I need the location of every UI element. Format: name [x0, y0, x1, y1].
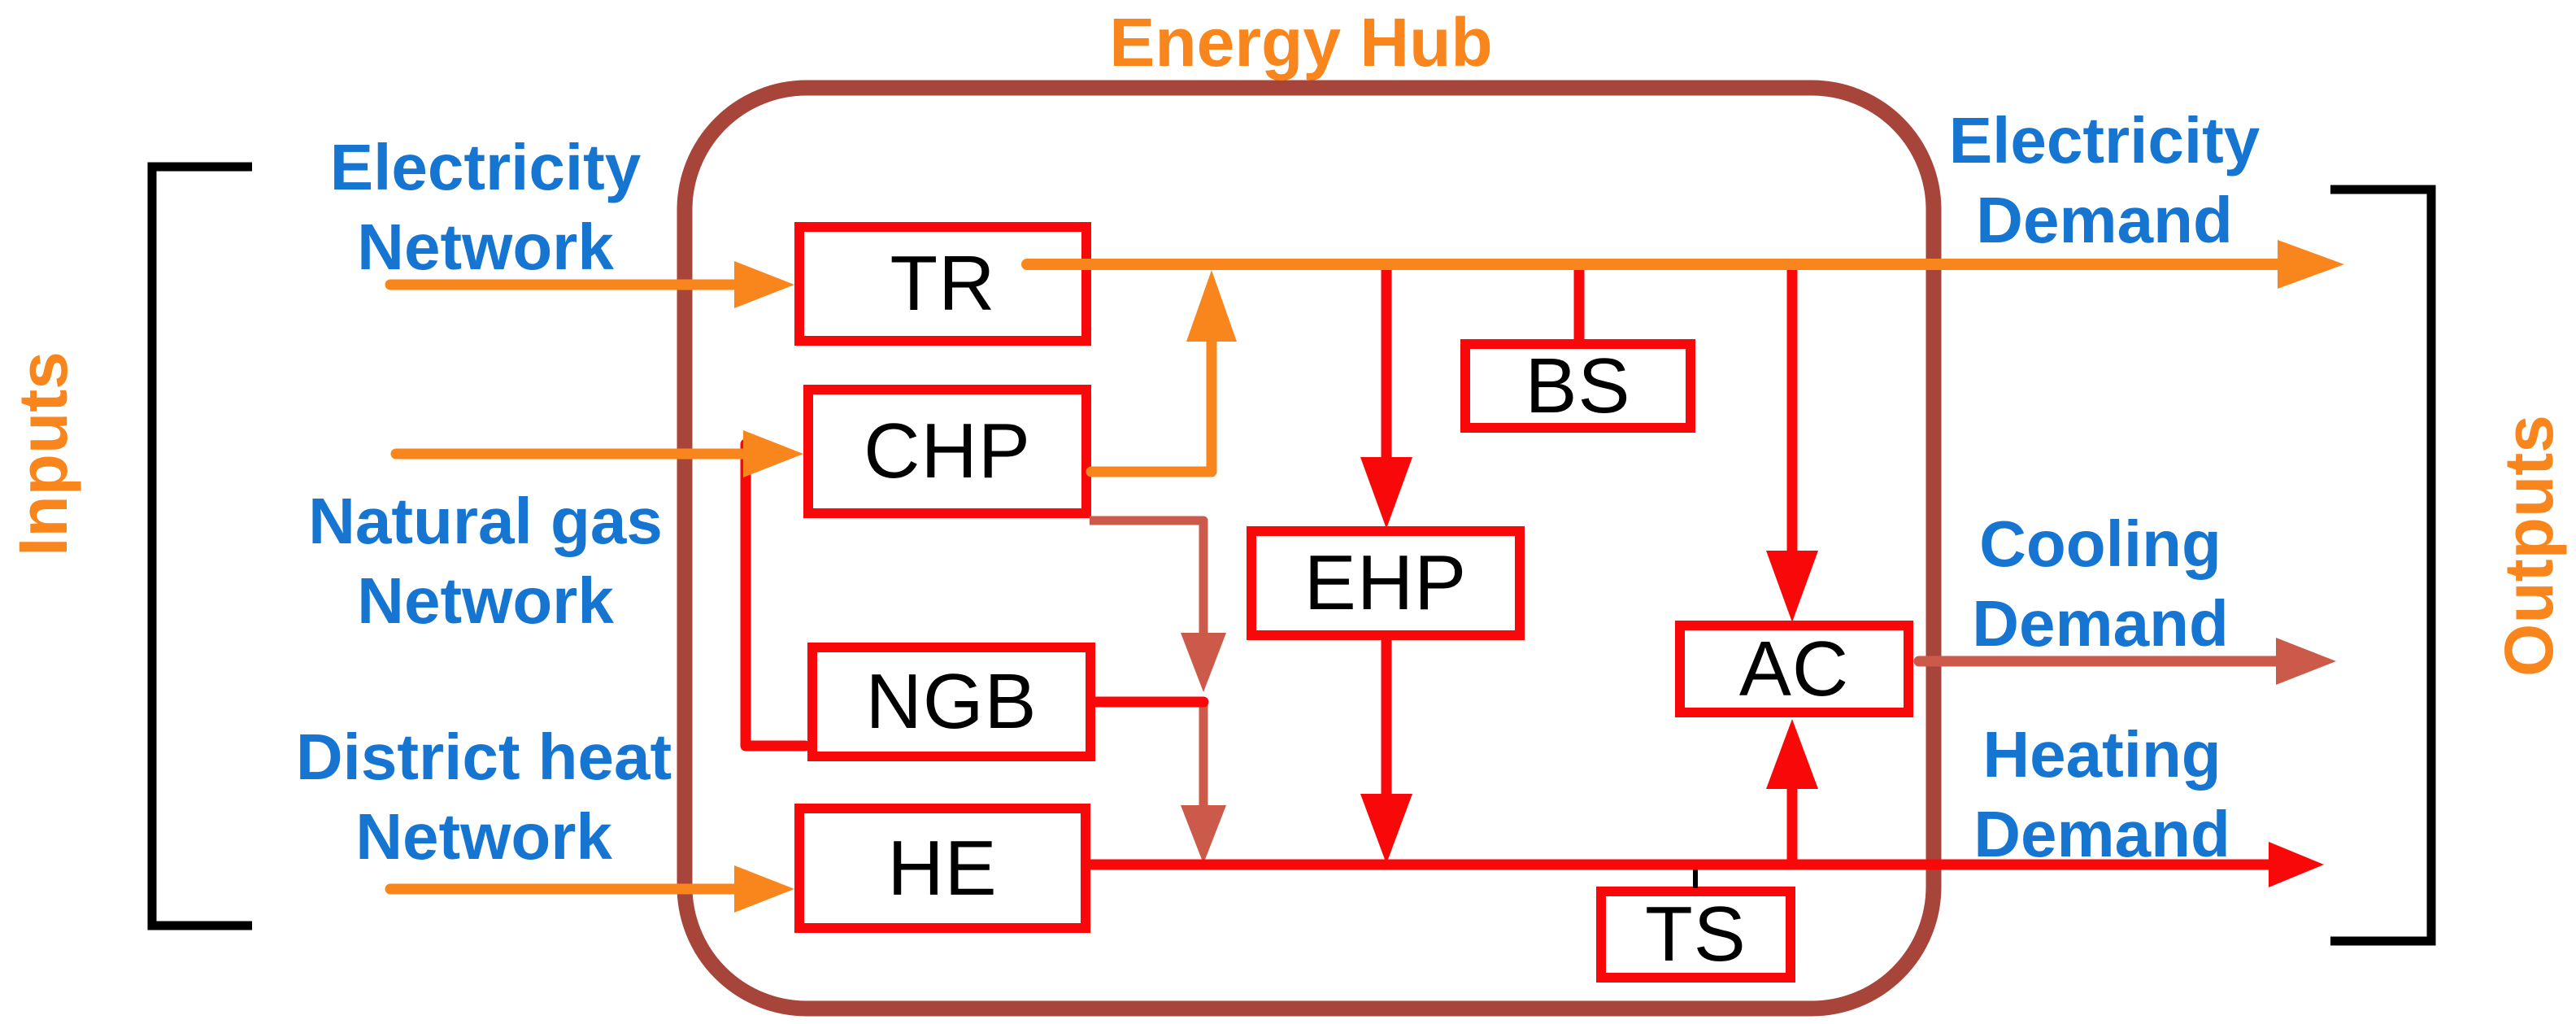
thermal-storage-label: TS: [1645, 891, 1747, 978]
electricity-network-label: Electricity Network: [329, 131, 642, 283]
gas-to-ngb-line: [740, 438, 811, 752]
heatbus-to-ac-arrowhead: [1766, 719, 1818, 789]
cooling-demand-label: Cooling Demand: [1972, 508, 2229, 660]
inputs-bracket: [147, 162, 252, 930]
ngb-label: NGB: [865, 658, 1038, 745]
heat-exchanger-label: HE: [887, 824, 998, 912]
bus-to-ac-arrowhead: [1766, 551, 1818, 622]
ehp-label: EHP: [1303, 539, 1468, 626]
battery-storage-box: BS: [1460, 339, 1695, 433]
chp-label: CHP: [864, 407, 1031, 495]
ngb-box: NGB: [807, 643, 1095, 761]
thermal-storage-box: TS: [1596, 887, 1795, 983]
chp-electricity-line: [1086, 332, 1217, 477]
electricity-demand-label: Electricity Demand: [1948, 104, 2261, 256]
chp-heat-arrowhead-2: [1181, 805, 1226, 864]
transformer-label: TR: [890, 240, 996, 327]
heat-exchanger-box: HE: [794, 804, 1090, 933]
bus-to-ehp-arrowhead: [1360, 457, 1412, 529]
chp-heat-line: [1090, 516, 1208, 636]
absorption-chiller-box: AC: [1675, 621, 1913, 717]
outputs-bracket: [2330, 185, 2436, 946]
inputs-side-label: Inputs: [5, 351, 81, 556]
transformer-box: TR: [794, 222, 1091, 346]
electricity-input-arrowhead: [734, 261, 794, 308]
battery-storage-label: BS: [1525, 342, 1631, 429]
ehp-to-heatbus-arrowhead: [1360, 794, 1412, 864]
ehp-box: EHP: [1247, 526, 1525, 640]
absorption-chiller-label: AC: [1738, 625, 1850, 712]
chp-box: CHP: [803, 385, 1091, 518]
heating-demand-label: Heating Demand: [1973, 718, 2230, 870]
chp-heat-arrowhead-1: [1181, 633, 1226, 692]
cooling-output-arrowhead: [2276, 638, 2336, 685]
chp-electricity-arrowhead: [1186, 270, 1237, 342]
district-heat-input-arrowhead: [734, 865, 794, 913]
outputs-side-label: Outputs: [2491, 415, 2567, 677]
gas-input-arrowhead: [743, 430, 803, 477]
diagram-title: Energy Hub: [1109, 4, 1493, 81]
district-heat-network-label: District heat Network: [295, 721, 672, 873]
electricity-demand-arrowhead: [2278, 240, 2344, 289]
natural-gas-network-label: Natural gas Network: [308, 485, 663, 637]
heating-demand-arrowhead: [2269, 842, 2324, 887]
